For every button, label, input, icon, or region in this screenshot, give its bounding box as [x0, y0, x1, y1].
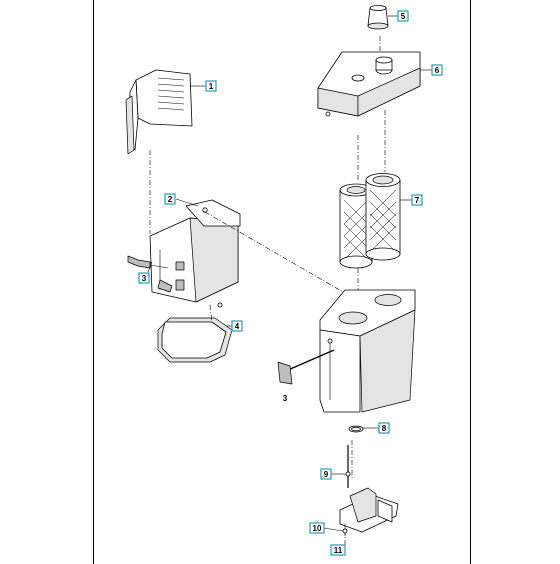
part-3-clamp-right: [277, 338, 335, 385]
callout-2: 2: [164, 193, 176, 205]
part-9-drain-pipe: [345, 445, 351, 488]
part-7-filter-cartridges: [339, 173, 401, 269]
callout-7: 7: [411, 194, 423, 206]
callout-11: 11: [330, 544, 346, 556]
callout-leaders: [147, 15, 432, 532]
part-1-cover-panel: [125, 69, 193, 155]
callout-5-label: 5: [401, 12, 406, 21]
callout-8-label: 8: [382, 424, 387, 433]
callout-10: 10: [309, 522, 325, 534]
callout-6-label: 6: [435, 66, 440, 75]
callout-5: 5: [397, 10, 409, 22]
callout-3-right-label: 3: [283, 394, 288, 403]
part-6-filter-lid: [317, 51, 421, 117]
callout-4-label: 4: [235, 322, 240, 331]
part-3-clamp-left: [127, 255, 173, 293]
callout-9-label: 9: [324, 470, 329, 479]
callout-3-left-label: 3: [142, 274, 147, 283]
valve-base: [339, 487, 399, 536]
callout-10-label: 10: [313, 524, 322, 533]
callout-1-label: 1: [209, 82, 214, 91]
callout-6: 6: [431, 64, 443, 76]
filter-tank: [319, 289, 416, 413]
callout-8: 8: [378, 422, 390, 434]
callout-11-label: 11: [334, 546, 343, 555]
callout-9: 9: [320, 468, 332, 480]
callout-3-right: 3: [283, 394, 288, 403]
page-frame: [93, 0, 471, 564]
callout-4: 4: [231, 320, 243, 332]
callout-7-label: 7: [415, 196, 420, 205]
part-5-cap: [367, 5, 389, 30]
part-4-base-plate: [157, 317, 233, 363]
callout-2-label: 2: [168, 195, 173, 204]
part-8-o-ring: [348, 425, 364, 433]
assembly-guide-lines: [149, 36, 386, 548]
left-housing-bracket: [149, 199, 241, 308]
callout-3-left: 3: [138, 272, 150, 284]
callout-1: 1: [205, 80, 217, 92]
